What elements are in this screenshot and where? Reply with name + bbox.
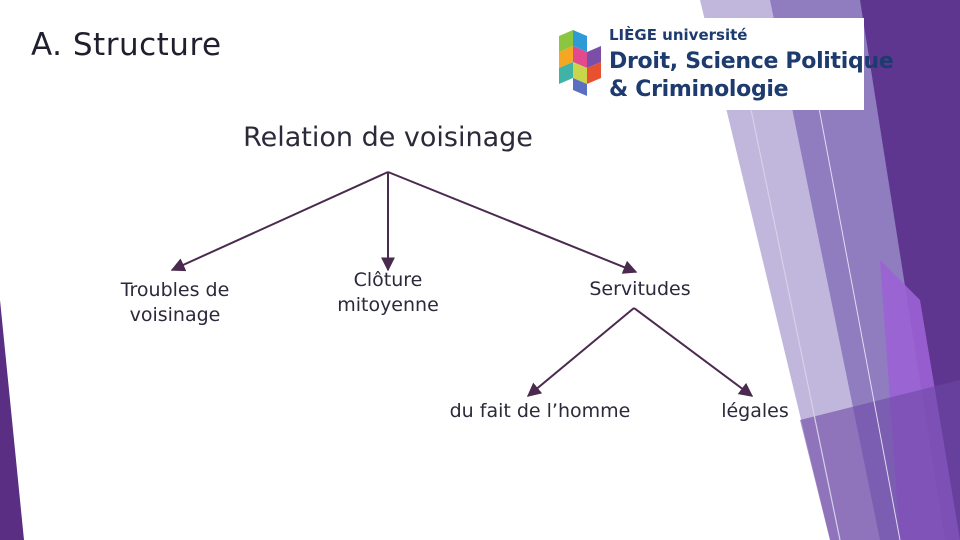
node-troubles-de-voisinage: Troubles de voisinage	[120, 279, 230, 326]
slide-title: A. Structure	[31, 27, 222, 63]
node-root: Relation de voisinage	[243, 122, 533, 153]
deco-line	[747, 94, 841, 540]
deco-line	[809, 59, 901, 540]
node-legales: légales	[721, 400, 789, 422]
university-logo: LIÈGE université Droit, Science Politiqu…	[553, 18, 894, 110]
logo-cubes-icon	[559, 30, 601, 96]
logo-university-name: LIÈGE université	[609, 26, 748, 44]
right-bottom-shade	[800, 380, 960, 540]
logo-faculty-line1: Droit, Science Politique	[609, 49, 894, 74]
logo-faculty-line2: & Criminologie	[609, 77, 789, 102]
left-purple-strip	[0, 300, 24, 540]
node-servitudes: Servitudes	[589, 278, 691, 300]
node-du-fait-de-lhomme: du fait de l’homme	[449, 400, 631, 422]
node-cloture-mitoyenne: Clôture mitoyenne	[337, 269, 439, 316]
